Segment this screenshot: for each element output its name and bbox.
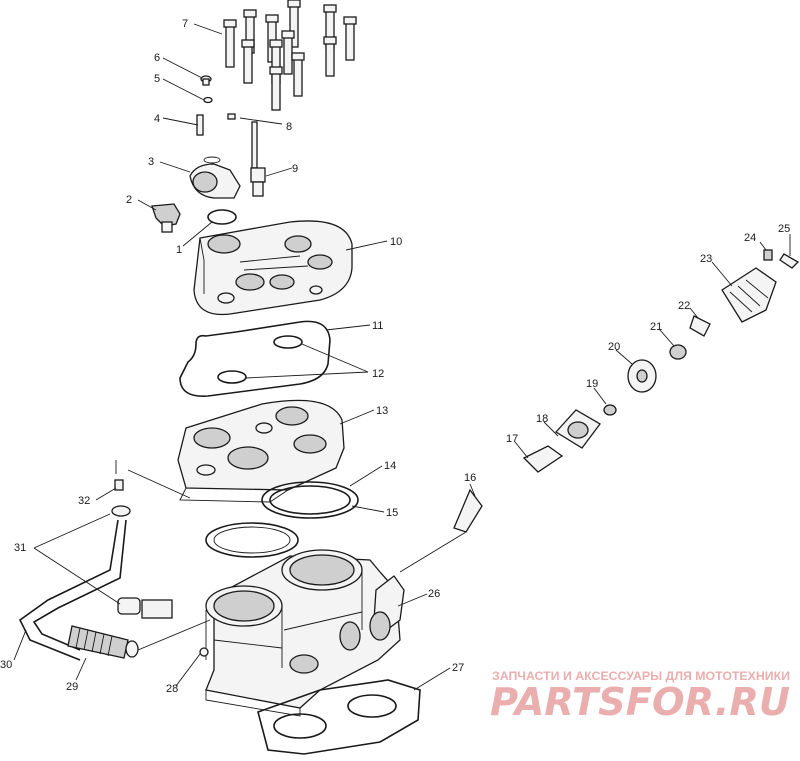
callout-21: 21 — [650, 321, 662, 333]
callout-24: 24 — [744, 232, 756, 244]
temp-sensor-9 — [250, 167, 266, 197]
callout-27: 27 — [452, 662, 464, 674]
callout-9: 9 — [292, 163, 298, 175]
cover-23 — [721, 267, 777, 323]
callout-15: 15 — [386, 507, 398, 519]
base-gasket-27 — [257, 679, 421, 755]
o-ring-1 — [207, 209, 237, 225]
pump-group — [453, 249, 800, 533]
callout-25: 25 — [778, 223, 790, 235]
callout-32: 32 — [78, 495, 90, 507]
callout-18: 18 — [536, 413, 548, 425]
screw-8 — [227, 113, 258, 169]
gasket-17 — [522, 445, 564, 473]
callout-11: 11 — [372, 320, 383, 332]
callout-8: 8 — [286, 121, 292, 133]
washer-5 — [203, 96, 213, 104]
cylinder-head-13 — [177, 399, 345, 503]
thermostat-housing-3 — [189, 156, 241, 199]
fitting-2 — [151, 203, 181, 233]
callout-labels: 1 2 3 4 5 6 7 8 9 10 11 12 13 14 15 16 1… — [0, 18, 790, 695]
callout-2: 2 — [126, 194, 132, 206]
watermark: ЗАПЧАСТИ И АКСЕССУАРЫ ДЛЯ МОТОТЕХНИКИ PA… — [490, 669, 790, 724]
callout-20: 20 — [608, 341, 620, 353]
callout-5: 5 — [154, 73, 160, 85]
head-bolts — [223, 0, 357, 111]
leader-lines — [13, 23, 791, 691]
plug-28 — [199, 647, 209, 657]
callout-22: 22 — [678, 300, 690, 312]
callout-16: 16 — [464, 472, 476, 484]
callout-13: 13 — [376, 405, 388, 417]
callout-12: 12 — [372, 368, 384, 380]
callout-23: 23 — [700, 253, 712, 265]
callout-28: 28 — [166, 683, 178, 695]
spring-22 — [689, 315, 711, 337]
callout-1: 1 — [176, 244, 182, 256]
callout-17: 17 — [506, 433, 518, 445]
callout-6: 6 — [154, 52, 160, 64]
callout-14: 14 — [384, 460, 396, 472]
hose-assembly — [18, 479, 173, 661]
head-gasket-11 — [179, 320, 331, 397]
bolt-24 — [763, 249, 773, 261]
gasket-lower-inner — [213, 526, 291, 554]
shaft-16 — [453, 488, 483, 533]
cylinder-head-cover-10 — [193, 220, 353, 316]
bolt-25 — [779, 253, 800, 269]
nut-19 — [603, 404, 617, 416]
callout-29: 29 — [66, 681, 78, 693]
gasket-15 — [269, 485, 351, 515]
o-ring-12b — [217, 370, 247, 384]
washer-6 — [200, 75, 212, 86]
watermark-tagline: ЗАПЧАСТИ И АКСЕССУАРЫ ДЛЯ МОТОТЕХНИКИ — [492, 669, 790, 683]
callout-4: 4 — [154, 113, 160, 125]
o-ring-12a — [273, 335, 303, 349]
callout-10: 10 — [390, 236, 402, 248]
callout-19: 19 — [586, 378, 598, 390]
bearing-21 — [669, 344, 687, 360]
gasket-lower — [205, 522, 299, 558]
callout-31: 31 — [14, 542, 26, 554]
gasket-14 — [261, 481, 359, 519]
cylinder-block-26 — [205, 549, 405, 717]
callout-3: 3 — [148, 156, 154, 168]
callout-30: 30 — [0, 659, 12, 671]
callout-26: 26 — [428, 588, 440, 600]
watermark-logo: PARTSFOR.RU — [490, 680, 790, 724]
callout-7: 7 — [182, 18, 188, 30]
